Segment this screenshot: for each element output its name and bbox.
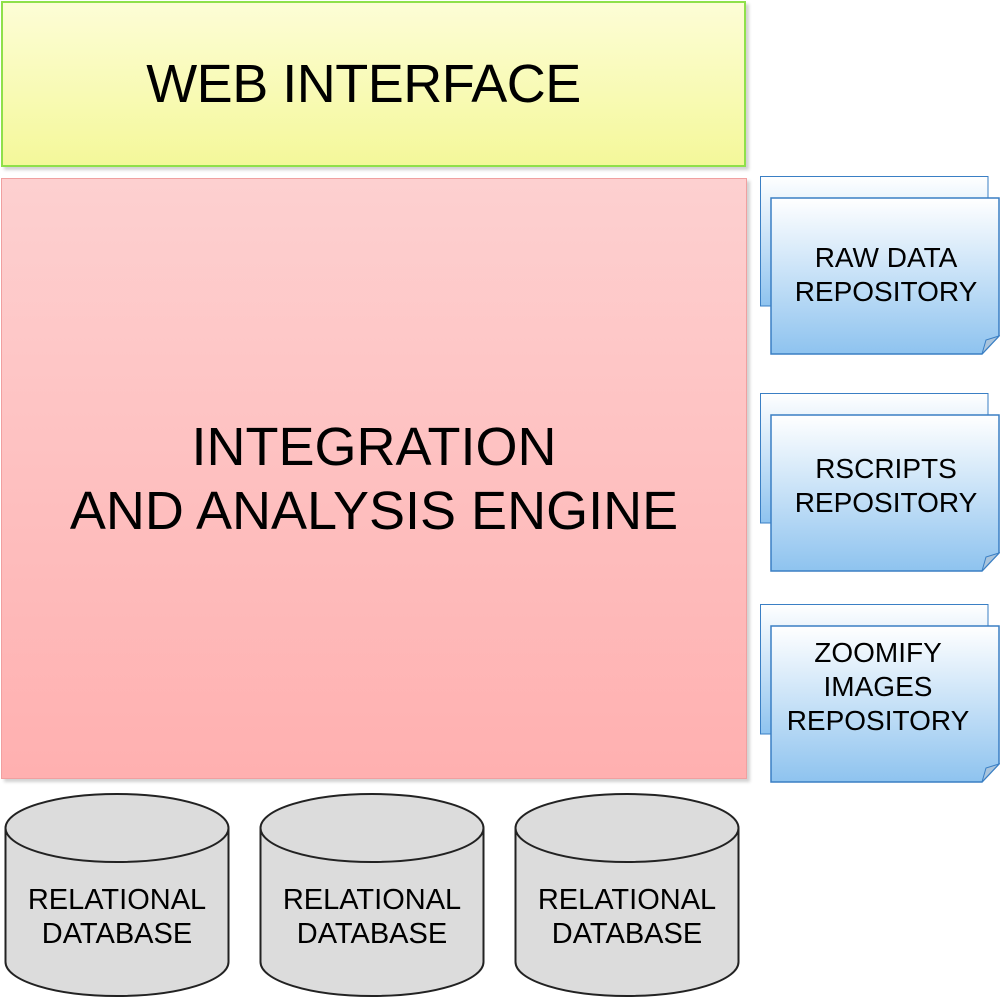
web-interface-label: WEB INTERFACE xyxy=(146,54,581,114)
db-label-line1: RELATIONAL xyxy=(537,884,717,916)
database-cylinder-icon xyxy=(259,793,485,997)
db-label-line2: DATABASE xyxy=(551,918,703,950)
db-label-line2: DATABASE xyxy=(41,918,193,950)
engine-label-line2: AND ANALYSIS ENGINE xyxy=(69,480,679,541)
document-stack-icon xyxy=(760,604,1000,783)
db-label-line2: DATABASE xyxy=(296,918,448,950)
repo-label-line: RAW DATA xyxy=(814,242,958,273)
relational-database-3: RELATIONAL DATABASE xyxy=(514,792,740,998)
rscripts-repository: RSCRIPTS REPOSITORY xyxy=(760,393,1000,573)
repo-label-line: RSCRIPTS xyxy=(815,453,957,484)
web-interface-block: WEB INTERFACE xyxy=(1,1,746,167)
repo-label-line: REPOSITORY xyxy=(794,487,978,518)
repo-label-line: REPOSITORY xyxy=(794,276,978,307)
db-label-line1: RELATIONAL xyxy=(282,884,462,916)
repo-label-line: ZOOMIFY xyxy=(814,637,942,668)
document-stack-icon xyxy=(760,176,1000,355)
relational-database-2: RELATIONAL DATABASE xyxy=(259,792,485,998)
document-stack-icon xyxy=(760,393,1000,572)
repo-label-line: REPOSITORY xyxy=(786,705,970,736)
database-cylinder-icon xyxy=(4,793,230,997)
db-label-line1: RELATIONAL xyxy=(27,884,207,916)
integration-engine-block: INTEGRATION AND ANALYSIS ENGINE xyxy=(1,178,747,779)
engine-label-line1: INTEGRATION xyxy=(191,416,557,477)
raw-data-repository: RAW DATA REPOSITORY xyxy=(760,176,1000,356)
zoomify-images-repository: ZOOMIFY IMAGES REPOSITORY xyxy=(760,604,1000,784)
relational-database-1: RELATIONAL DATABASE xyxy=(4,792,230,998)
database-cylinder-icon xyxy=(514,793,740,997)
repo-label-line: IMAGES xyxy=(823,671,933,702)
